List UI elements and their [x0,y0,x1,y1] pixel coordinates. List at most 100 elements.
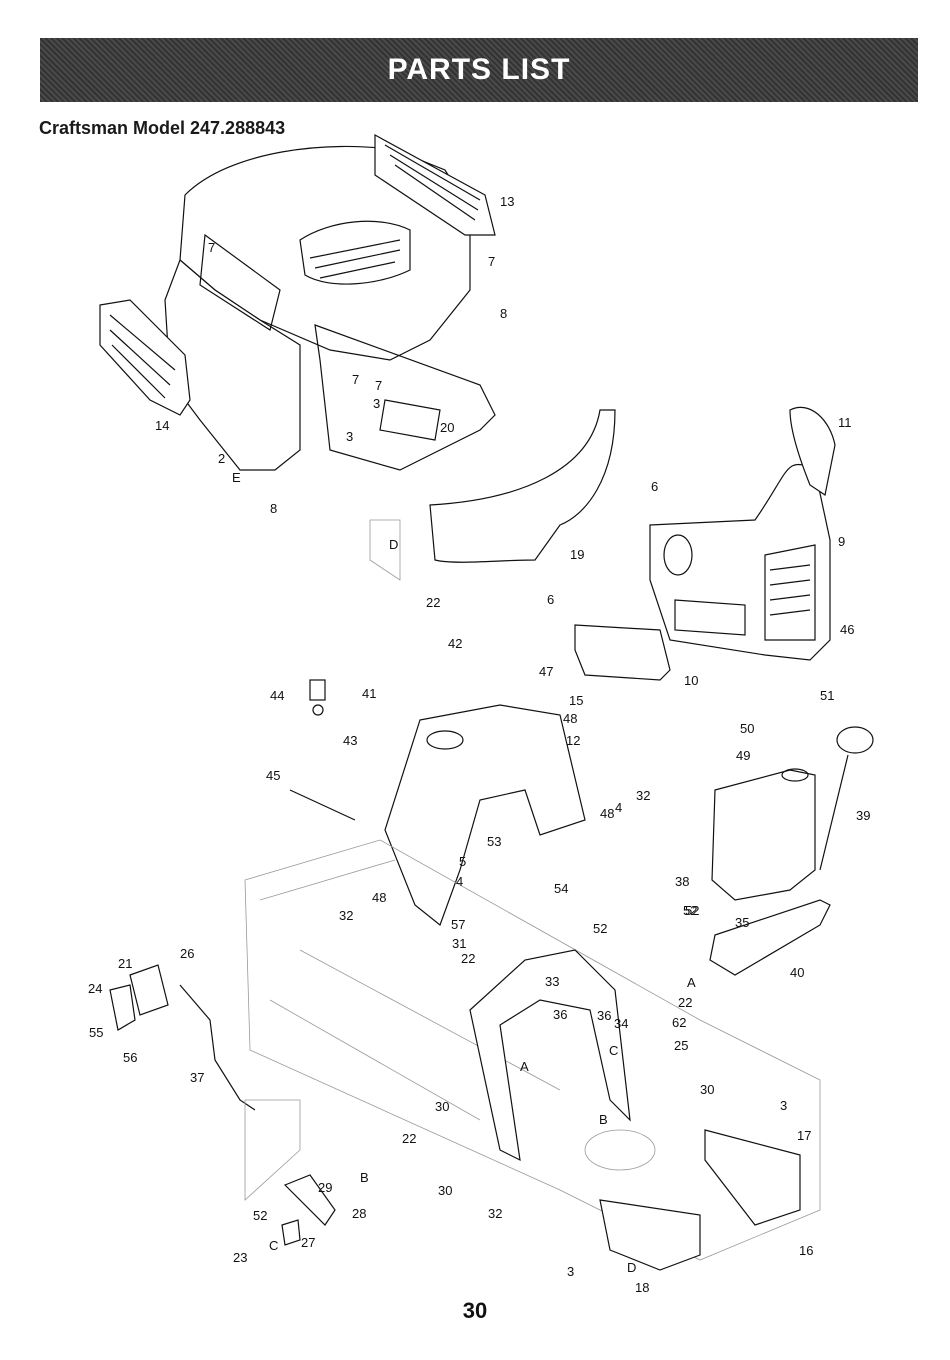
callout-label: 40 [790,965,804,980]
callout-label: 34 [614,1016,628,1031]
callout-label: 3 [373,396,380,411]
callout-label: 15 [569,693,583,708]
callout-label: 27 [301,1235,315,1250]
callout-label: 8 [270,501,277,516]
callout-label: 5 [459,854,466,869]
callout-label: 21 [118,956,132,971]
callout-label: 44 [270,688,284,703]
callout-label: 29 [318,1180,332,1195]
callout-label: 47 [539,664,553,679]
page-number: 30 [0,1298,950,1324]
callout-label: 54 [554,881,568,896]
callout-label: 10 [684,673,698,688]
callout-label: 49 [736,748,750,763]
callout-label: 16 [799,1243,813,1258]
callout-label: 7 [375,378,382,393]
callout-label: 50 [740,721,754,736]
axle-bracket-18 [600,1200,700,1270]
callout-label: 6 [651,479,658,494]
callout-label: 11 [838,415,852,430]
callout-label: 30 [700,1082,714,1097]
callout-label: 17 [797,1128,811,1143]
callout-label: 36 [597,1008,611,1023]
lift-lever-37 [110,965,255,1110]
callout-label: 4 [456,874,463,889]
callout-label: 7 [352,372,359,387]
callout-label: 32 [339,908,353,923]
callout-label: 13 [500,194,514,209]
callout-label: 31 [452,936,466,951]
callout-label: 55 [89,1025,103,1040]
bumper-19 [430,410,615,562]
callout-label: 20 [440,420,454,435]
callout-label: 46 [840,622,854,637]
callout-label: 32 [488,1206,502,1221]
axle-bracket-17 [705,1130,800,1225]
callout-label: 23 [233,1250,247,1265]
callout-label: 30 [438,1183,452,1198]
callout-label: 24 [88,981,102,996]
callout-label: 22 [426,595,440,610]
callout-label: B [599,1112,608,1127]
callout-label: 39 [856,808,870,823]
grille-9 [650,464,830,660]
callout-label: 9 [838,534,845,549]
callout-label: 8 [500,306,507,321]
callout-label: 25 [674,1038,688,1053]
fuel-tank-38 [712,769,815,900]
callout-label: 35 [735,915,749,930]
callout-label: 48 [563,711,577,726]
callout-label: 3 [346,429,353,444]
callout-label: 52 [253,1208,267,1223]
callout-label: 6 [547,592,554,607]
fuel-cap-39 [820,727,873,870]
callout-label: 38 [675,874,689,889]
callout-label: A [687,975,696,990]
callout-label: 22 [678,995,692,1010]
callout-label: D [389,537,398,552]
callout-label: 18 [635,1280,649,1295]
callout-label: A [520,1059,529,1074]
callout-label: 62 [672,1015,686,1030]
callout-label: 7 [488,254,495,269]
callout-label: 14 [155,418,169,433]
cable-tie-45 [290,790,355,820]
callout-label: 22 [461,951,475,966]
callout-label: C [609,1043,618,1058]
tank-bracket-40 [710,900,830,975]
callout-label: 48 [372,890,386,905]
callout-label: 42 [448,636,462,651]
callout-label: 4 [615,800,622,815]
callout-label: C [269,1238,278,1253]
callout-label: 41 [362,686,376,701]
callout-label: 37 [190,1070,204,1085]
callout-label: E [232,470,241,485]
callout-label: 52 [593,921,607,936]
callout-label: 26 [180,946,194,961]
callout-label: 30 [435,1099,449,1114]
callout-label: 33 [545,974,559,989]
callout-label: 3 [567,1264,574,1279]
callout-label: 28 [352,1206,366,1221]
ignition-key-44 [310,680,325,715]
callout-label: 53 [487,834,501,849]
callout-label: 51 [820,688,834,703]
callout-label: 19 [570,547,584,562]
callout-label: 12 [566,733,580,748]
callout-label: 56 [123,1050,137,1065]
callout-label: D [627,1260,636,1275]
callout-label: 52 [683,903,697,918]
callout-label: 32 [636,788,650,803]
callout-label: 7 [208,240,215,255]
callout-label: B [360,1170,369,1185]
callout-label: 48 [600,806,614,821]
callout-label: 22 [402,1131,416,1146]
callout-label: 57 [451,917,465,932]
callout-label: 3 [780,1098,787,1113]
callout-label: 2 [218,451,225,466]
lower-panel-10 [575,625,670,680]
callout-label: 43 [343,733,357,748]
callout-label: 36 [553,1007,567,1022]
callout-label: 45 [266,768,280,783]
